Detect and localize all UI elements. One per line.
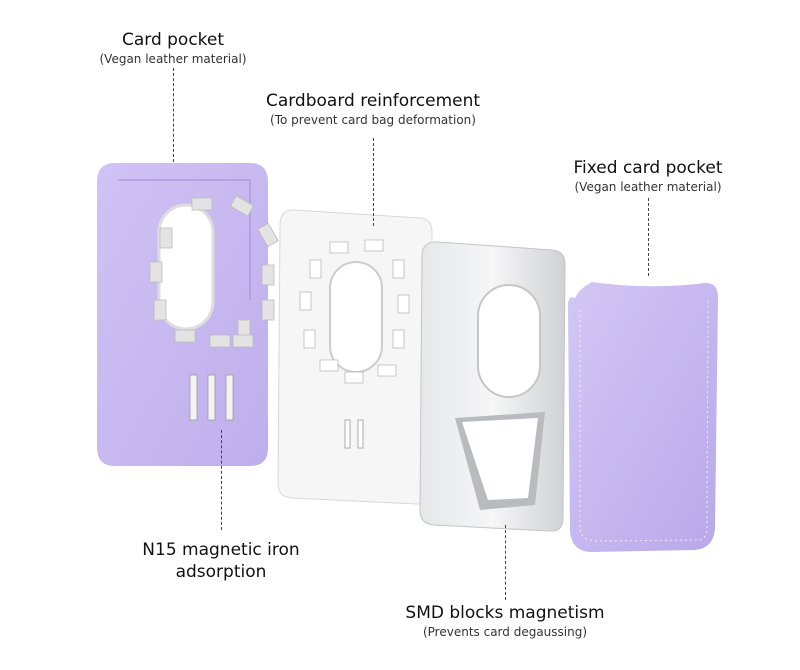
- cardboard-layer: [277, 209, 433, 505]
- magnet-leader-line: [221, 430, 222, 530]
- smd-subtitle: (Prevents card degaussing): [422, 625, 588, 639]
- cardboard-subtitle: (To prevent card bag deformation): [270, 113, 476, 127]
- magnet-line1: N15 magnetic iron: [142, 540, 300, 560]
- cardboard-title: Cardboard reinforcement: [265, 91, 481, 111]
- magnet-line2: adsorption: [175, 562, 267, 582]
- magnet-label: N15 magnetic iron adsorption: [142, 539, 299, 583]
- fixed-pocket-layer: [567, 282, 718, 552]
- fixed-pocket-title: Fixed card pocket: [573, 158, 723, 178]
- smd-leader-line: [505, 525, 506, 600]
- card-pocket-leader-line: [173, 68, 174, 162]
- smd-title: SMD blocks magnetism: [405, 603, 605, 623]
- cardboard-label: Cardboard reinforcement (To prevent card…: [266, 90, 480, 128]
- metal-plate-layer: [419, 241, 566, 532]
- card-pocket-layer: [97, 163, 279, 466]
- fixed-pocket-leader-line: [648, 198, 649, 276]
- fixed-pocket-subtitle: (Vegan leather material): [574, 180, 722, 194]
- card-pocket-subtitle: (Vegan leather material): [99, 52, 247, 66]
- card-pocket-label: Card pocket (Vegan leather material): [99, 29, 246, 67]
- smd-label: SMD blocks magnetism (Prevents card dega…: [405, 602, 604, 640]
- cardboard-leader-line: [373, 138, 374, 226]
- card-pocket-title: Card pocket: [121, 30, 225, 50]
- fixed-pocket-label: Fixed card pocket (Vegan leather materia…: [573, 157, 722, 195]
